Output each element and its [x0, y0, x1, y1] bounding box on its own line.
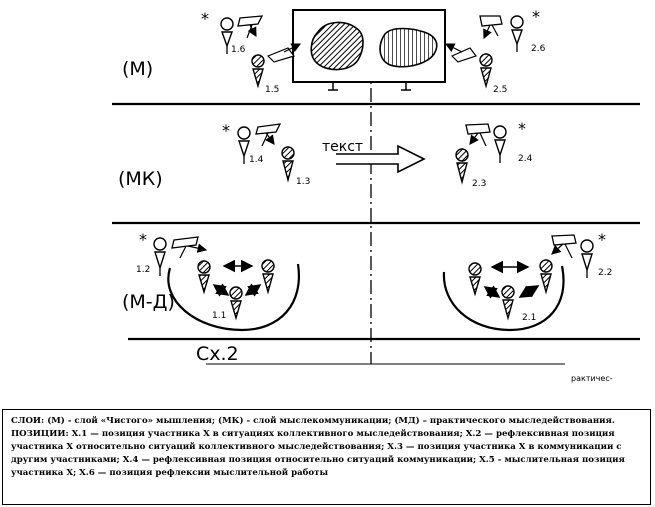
asterisk-1-4: *: [222, 121, 230, 140]
participant-1-4: [237, 126, 251, 164]
position-label-1-1: 1.1: [212, 311, 226, 321]
position-label-2-4: 2.4: [518, 154, 533, 164]
participant-2-2: [580, 239, 594, 278]
layer-label-m: (М): [122, 58, 153, 80]
participant-2-6: [510, 15, 524, 52]
reflection-board-2-4: [465, 123, 491, 147]
position-label-1-5: 1.5: [265, 85, 279, 95]
position-label-1-4: 1.4: [249, 155, 264, 165]
position-label-2-3: 2.3: [472, 179, 486, 189]
scheme-caption: СЛОИ: (М) - слой «Чистого» мышления; (МК…: [2, 409, 651, 505]
scheme-diagram: (М) (МК) (М-Д) Сх.2 рактичес- текст * 1.…: [112, 7, 640, 383]
caption-positions: ПОЗИЦИИ: Х.1 — позиция участника Х в сит…: [11, 429, 625, 478]
position-label-2-2: 2.2: [598, 268, 612, 278]
exchange-arrow-left-a: [212, 283, 230, 297]
text-arrow-label: текст: [322, 139, 363, 155]
thought-blob-right: [379, 27, 438, 68]
scheme-label: Сх.2: [196, 343, 239, 365]
participant-2-5: [479, 53, 493, 89]
exchange-arrow-right-a: [483, 285, 501, 299]
asterisk-1-2: *: [139, 230, 147, 249]
participant-1-5: [251, 54, 265, 89]
layer-label-mk: (МК): [118, 168, 163, 190]
participant-1-3: [281, 146, 295, 183]
thought-blob-left: [310, 21, 364, 71]
position-label-2-6: 2.6: [531, 44, 546, 54]
participant-2-1-a: [468, 262, 482, 297]
footer-fragment: рактичес-: [571, 374, 613, 383]
text-arrow: [336, 144, 426, 174]
participant-2-1-b: [539, 259, 553, 295]
position-label-2-5: 2.5: [493, 85, 507, 95]
reflection-board-1-6: [237, 15, 264, 39]
pointer-2-5: [444, 43, 477, 63]
asterisk-2-2: *: [598, 230, 606, 249]
participant-1-1-a: [197, 260, 211, 295]
reflection-board-1-4: [255, 123, 282, 147]
participant-2-3: [455, 148, 469, 185]
participant-1-6: [220, 17, 234, 54]
position-label-1-2: 1.2: [136, 265, 150, 275]
reflection-board-2-2: [551, 234, 577, 259]
action-arc-left: [167, 263, 301, 332]
reflection-board-1-2: [171, 236, 208, 259]
asterisk-2-6: *: [532, 7, 540, 26]
caption-layers: СЛОИ: (М) - слой «Чистого» мышления; (МК…: [11, 416, 615, 426]
exchange-arrow-left-b: [244, 283, 262, 297]
asterisk-2-4: *: [518, 119, 526, 138]
participant-1-1-b: [261, 259, 275, 295]
reflection-board-2-6: [479, 15, 503, 40]
action-arc-right: [442, 265, 565, 332]
position-label-1-6: 1.6: [231, 45, 246, 55]
participant-2-1-c: [501, 285, 515, 321]
position-label-2-1: 2.1: [522, 313, 536, 323]
participant-1-2: [153, 237, 167, 276]
pointer-1-5: [266, 43, 302, 63]
participant-1-1-c: [229, 286, 243, 321]
participant-2-4: [493, 125, 507, 163]
asterisk-1-6: *: [201, 9, 209, 28]
position-label-1-3: 1.3: [296, 177, 310, 187]
exchange-arrow-right-b: [518, 285, 540, 298]
layer-label-md: (М-Д): [122, 291, 175, 313]
